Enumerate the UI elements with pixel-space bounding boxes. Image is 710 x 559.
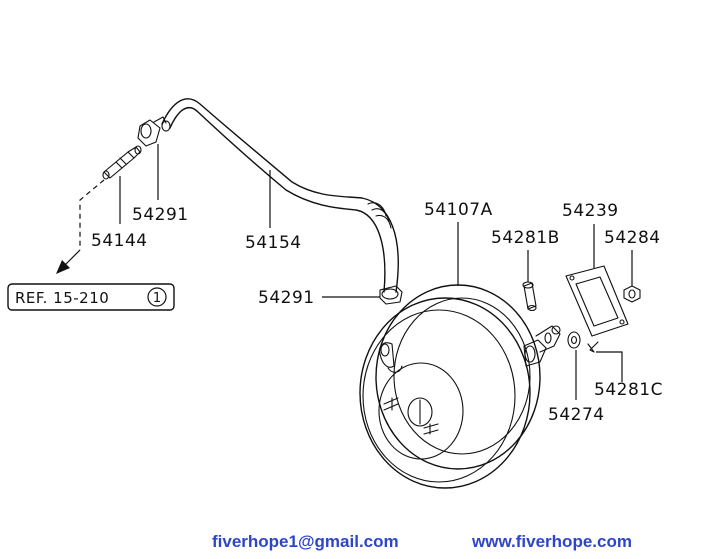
gasket: [565, 265, 629, 337]
label-54107a: 54107A: [424, 200, 493, 220]
label-54239: 54239: [562, 201, 619, 221]
label-54291-top: 54291: [132, 205, 189, 225]
brake-booster: [359, 284, 561, 489]
check-valve-connector: [102, 145, 142, 180]
snap-pin: [587, 341, 599, 353]
reference-text: REF. 15-210: [15, 289, 109, 307]
clevis-pin: [522, 281, 537, 312]
label-54154: 54154: [245, 233, 302, 253]
vacuum-hose: [161, 98, 399, 293]
reference-arrow-icon: [56, 249, 81, 274]
reference-box: REF. 15-210 1: [7, 283, 175, 311]
footer-website: www.fiverhope.com: [471, 532, 632, 551]
label-54291-mid: 54291: [258, 288, 315, 308]
footer-email: fiverhope1@gmail.com: [212, 532, 399, 551]
label-54281c: 54281C: [594, 380, 663, 400]
nut: [623, 285, 641, 303]
label-54281b: 54281B: [491, 228, 560, 248]
label-54144: 54144: [91, 231, 148, 251]
reference-circle-icon: [147, 287, 167, 307]
hose-clamp-lower: [379, 285, 403, 305]
reference-circled-number: 1: [153, 291, 161, 306]
hose-clamp-upper: [137, 116, 167, 147]
label-54284: 54284: [604, 228, 661, 248]
washer: [567, 331, 581, 349]
leader-lines: [79, 144, 633, 400]
label-54274: 54274: [548, 405, 605, 425]
